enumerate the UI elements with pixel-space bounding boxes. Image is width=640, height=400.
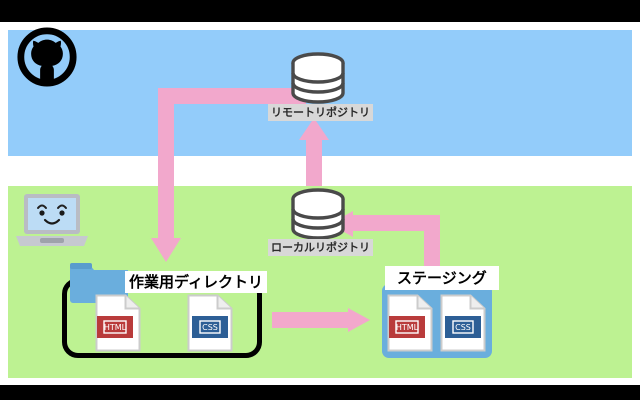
add-arrow-head — [348, 308, 370, 332]
github-octocat-icon — [17, 27, 77, 87]
commit-arrow-vertical — [424, 215, 440, 280]
local-repository-database-icon — [291, 188, 345, 240]
push-arrow-shaft — [306, 130, 322, 186]
css-file-icon-staged: CSS — [440, 294, 486, 352]
laptop-smiling-icon — [16, 194, 88, 246]
add-arrow-shaft — [272, 312, 348, 328]
clone-arrow-horizontal — [158, 88, 306, 104]
svg-text:HTML: HTML — [104, 323, 127, 332]
push-arrow-head — [299, 118, 329, 140]
folder-icon — [70, 263, 128, 303]
clone-arrow-head — [151, 238, 181, 262]
html-file-icon: HTML — [95, 294, 141, 352]
right-margin — [632, 22, 640, 385]
svg-text:CSS: CSS — [202, 323, 218, 332]
clone-arrow-vertical — [158, 88, 174, 240]
remote-repository-database-icon — [291, 52, 345, 104]
top-margin — [0, 22, 640, 30]
staging-label: ステージング — [385, 266, 499, 290]
remote-repository-label: リモートリポジトリ — [268, 104, 373, 121]
html-file-icon-staged: HTML — [387, 294, 433, 352]
left-margin — [0, 22, 8, 385]
svg-text:CSS: CSS — [455, 323, 471, 332]
svg-text:HTML: HTML — [396, 323, 419, 332]
local-repository-label: ローカルリポジトリ — [268, 239, 373, 256]
working-directory-label: 作業用ディレクトリ — [125, 271, 267, 293]
commit-arrow-horizontal — [352, 215, 440, 231]
css-file-icon: CSS — [187, 294, 233, 352]
bottom-margin — [0, 378, 640, 385]
